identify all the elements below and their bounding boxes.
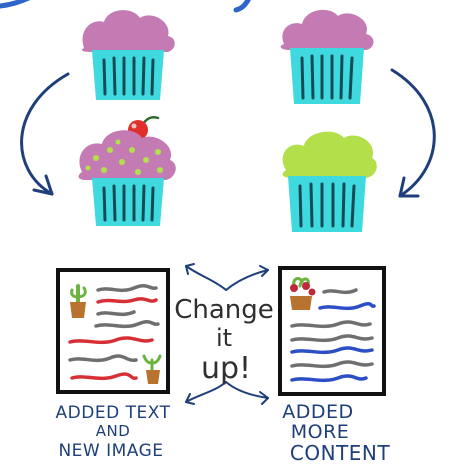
sprinkles (85, 139, 163, 175)
document-left (56, 268, 170, 394)
berry-plant-icon (290, 277, 316, 310)
wrapper (92, 50, 164, 100)
wrapper-stripes (102, 56, 155, 96)
wrapper (290, 48, 364, 104)
left-caption-line2: AND (96, 422, 131, 440)
cupcake-plain-pink-right (280, 9, 374, 104)
text-lines (290, 288, 376, 383)
center-text-line2: it (216, 324, 232, 352)
left-caption-line1: ADDED TEXT (56, 403, 171, 423)
badge-circle-left-icon (0, 0, 31, 9)
center-text-line1: Change (174, 295, 274, 325)
cupcake-green-frosting (282, 131, 377, 232)
arrow-right-curve-icon (390, 68, 436, 198)
right-caption-line3: CONTENT (290, 441, 390, 465)
wrapper-stripes (102, 184, 155, 222)
wrapper-stripes (300, 54, 354, 100)
right-caption-line1: ADDED (282, 401, 353, 423)
wrapper (288, 176, 366, 232)
frosting (82, 10, 175, 52)
frosting (282, 131, 377, 178)
arrow-left-curve-icon (20, 72, 70, 196)
badge-circle-right-icon (233, 0, 251, 13)
left-caption-line3: NEW IMAGE (58, 441, 163, 461)
right-caption-line2: MORE (291, 421, 350, 443)
text-lines (68, 284, 160, 381)
swap-arrows-icon (185, 263, 269, 405)
cupcake-decorated-sprinkles-cherry (78, 116, 176, 226)
potted-cactus-icon (70, 284, 87, 318)
center-text-line3: up! (201, 351, 251, 386)
wrapper (92, 178, 164, 226)
wrapper-stripes (298, 182, 356, 228)
cupcake-plain-pink-left (82, 10, 175, 100)
frosting (280, 9, 374, 50)
potted-plant-icon (142, 354, 162, 384)
document-right (278, 266, 386, 396)
